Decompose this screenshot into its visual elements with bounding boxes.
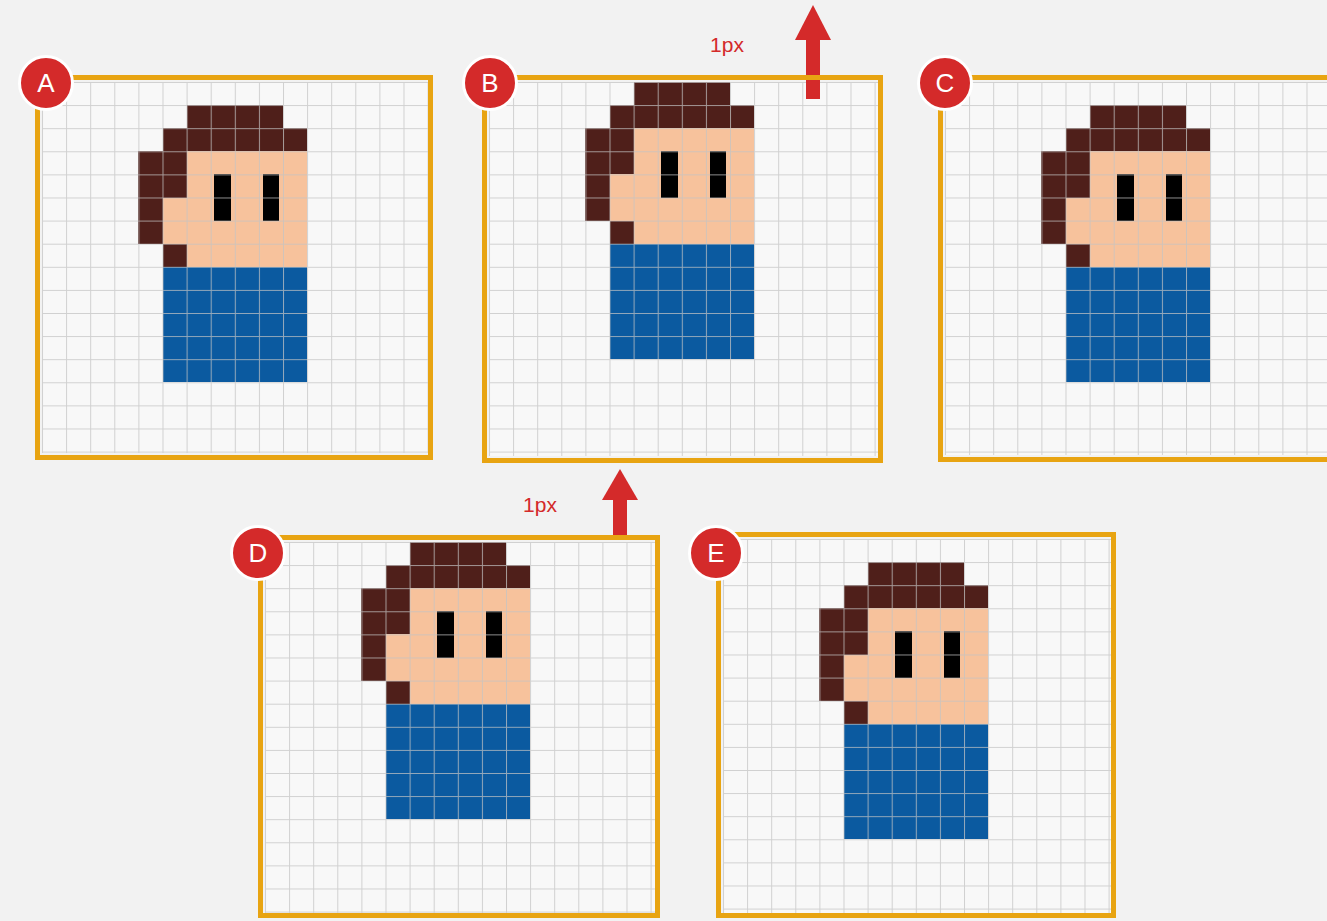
pixel-grid-b (489, 82, 878, 456)
frame-letter: C (917, 55, 973, 111)
frame-letter: E (688, 525, 744, 581)
move-up-arrow (795, 5, 831, 99)
pixel-grid-a (42, 82, 428, 453)
arrow-shaft (613, 499, 627, 535)
frame-panel: C (938, 75, 1327, 462)
grid-lines (42, 82, 428, 453)
grid-background (42, 82, 428, 453)
arrow-head (795, 5, 831, 40)
grid-background (945, 82, 1327, 455)
arrow-shaft (806, 38, 820, 99)
frame-panel: B (482, 75, 883, 463)
connector-label: 1px (523, 493, 557, 517)
frame-letter: D (230, 525, 286, 581)
grid-background (265, 542, 655, 913)
move-up-arrow (602, 469, 638, 535)
grid-lines (489, 82, 878, 456)
arrow-head (602, 469, 638, 500)
frame-letter: B (462, 55, 518, 111)
grid-lines (945, 82, 1327, 455)
frame-panel: A (35, 75, 433, 460)
offset-label: 1px (710, 33, 744, 57)
frame-panel: E (716, 532, 1116, 918)
grid-background (489, 82, 878, 456)
frame-letter: A (18, 55, 74, 111)
frame-panel: D (258, 535, 660, 918)
pixel-grid-e (723, 539, 1111, 913)
grid-background (723, 539, 1111, 913)
grid-lines (265, 542, 655, 913)
pixel-grid-d (265, 542, 655, 913)
pixel-grid-c (945, 82, 1327, 455)
grid-lines (723, 539, 1111, 913)
